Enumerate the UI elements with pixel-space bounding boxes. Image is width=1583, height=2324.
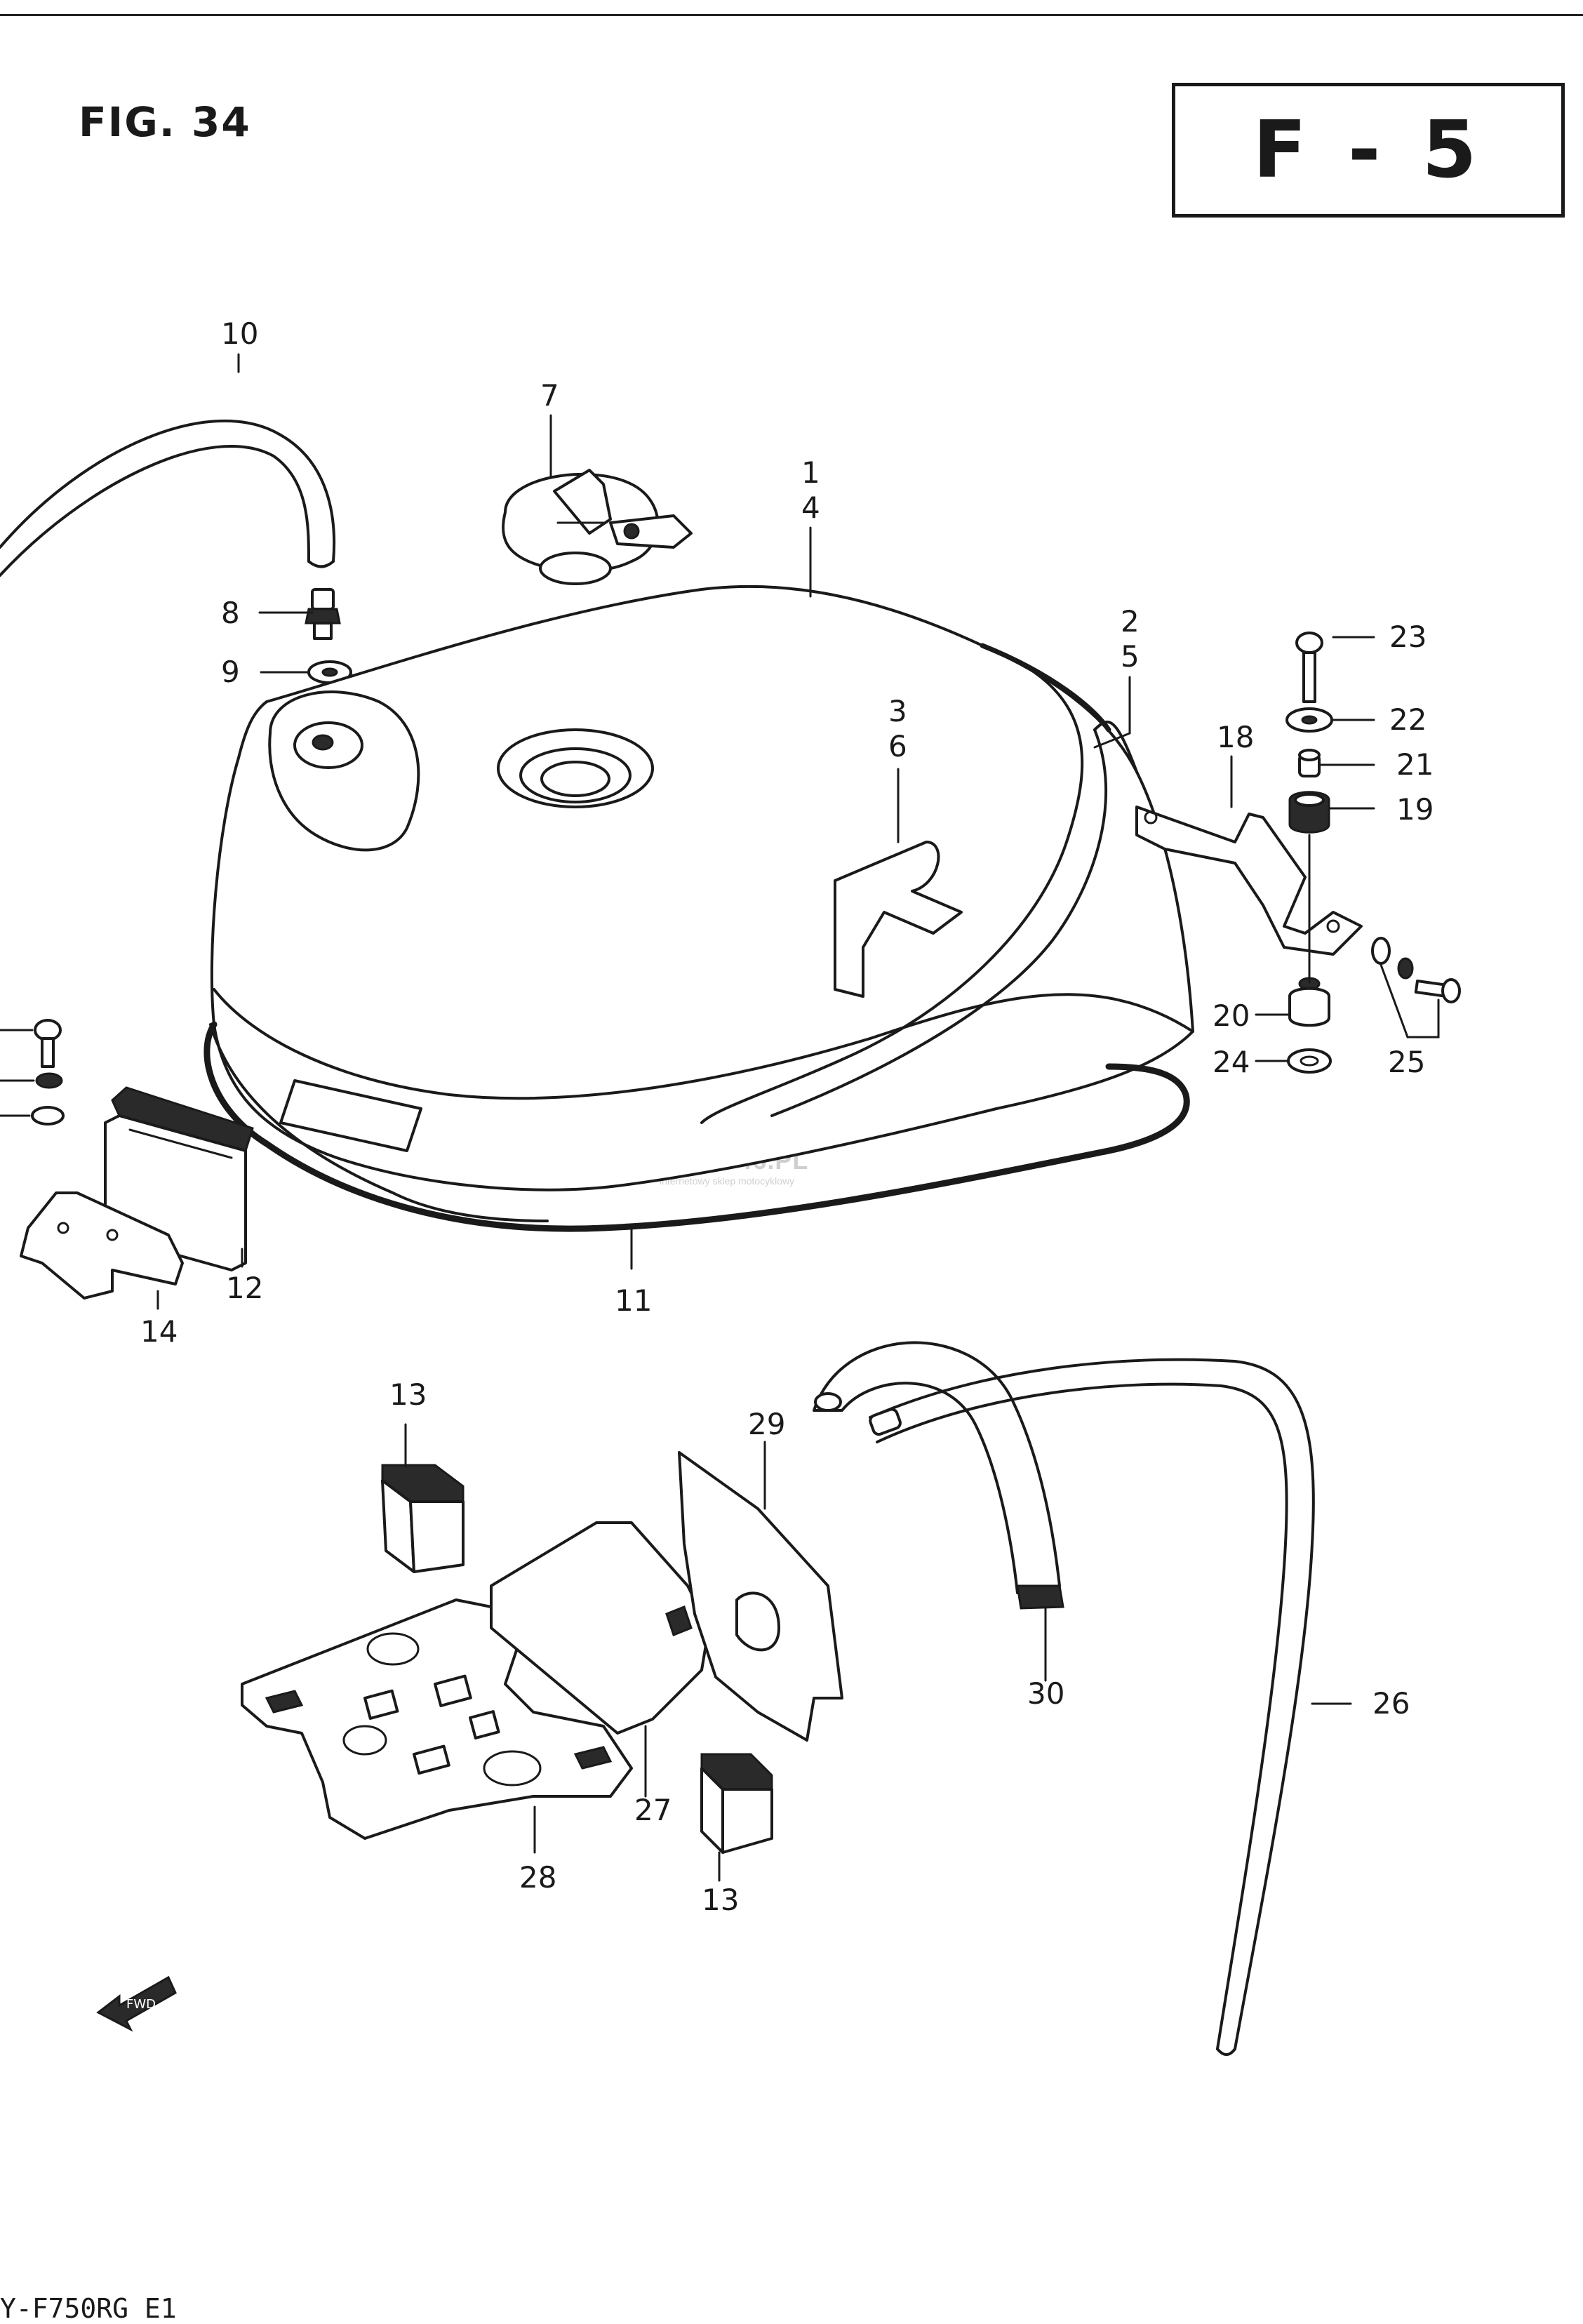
breather-fitting-part-8: [305, 588, 341, 640]
base-plate-part-28: [241, 1598, 633, 1840]
callout-1: 1: [801, 455, 820, 490]
top-border-line: [0, 14, 1583, 16]
tank-seal-part-11: [203, 1021, 1190, 1232]
callout-11: 11: [615, 1283, 652, 1318]
callout-29: 29: [748, 1407, 785, 1441]
callout-9: 9: [221, 655, 240, 689]
callout-23: 23: [1389, 620, 1427, 654]
callout-20: 20: [1213, 999, 1250, 1033]
mount-bracket-part-18: [1135, 806, 1363, 956]
callout-7: 7: [540, 378, 559, 413]
front-bracket-part-14: [20, 1191, 184, 1300]
collar-part-21: [1298, 749, 1321, 777]
callout-18: 18: [1217, 720, 1254, 754]
leader-lines: [156, 353, 1375, 1882]
tank-emblem-part-3: [834, 841, 963, 998]
callout-21: 21: [1396, 747, 1434, 782]
figure-title: FIG. 34: [79, 98, 251, 146]
washer-part-22: [1285, 707, 1333, 733]
callout-2: 2: [1121, 604, 1140, 639]
bolt-part-23: [1295, 632, 1323, 703]
callout-28: 28: [519, 1860, 556, 1895]
callout-13-lower: 13: [702, 1883, 739, 1917]
callout-27: 27: [634, 1793, 672, 1827]
hose-part-26: [869, 1358, 1315, 2056]
model-code: Y-F750RG E1: [0, 2293, 177, 2324]
callout-10: 10: [221, 316, 258, 351]
pad-part-13-lower: [700, 1753, 773, 1854]
callout-19: 19: [1396, 792, 1434, 827]
breather-hose-part-10: [0, 419, 336, 577]
cushion-part-19: [1288, 791, 1330, 834]
callout-8: 8: [221, 596, 240, 630]
callout-13-upper: 13: [389, 1377, 427, 1412]
callout-6: 6: [888, 729, 907, 763]
callout-25: 25: [1388, 1045, 1425, 1079]
side-bolt-cropped: [0, 1019, 65, 1126]
callout-24: 24: [1213, 1045, 1250, 1079]
fwd-label: FWD: [126, 1997, 156, 2012]
callout-22: 22: [1389, 702, 1427, 737]
callout-12: 12: [226, 1271, 263, 1305]
callout-3: 3: [888, 694, 907, 728]
fuel-cap-part-7: [502, 469, 693, 585]
callout-numbers: 10 7 1 4 2 5 3 6 8 9 18 23 22 21 19 20 2…: [140, 316, 1434, 1917]
callout-4: 4: [801, 490, 820, 525]
cushion-part-20: [1288, 977, 1330, 1027]
heat-shield-part-27: [490, 1521, 710, 1735]
section-code: F - 5: [1253, 105, 1484, 196]
bolt-washers-part-25: [1371, 937, 1461, 1039]
callout-30: 30: [1027, 1676, 1064, 1711]
panel-part-29: [678, 1451, 843, 1742]
section-code-box: F - 5: [1172, 83, 1565, 218]
strip-part-30: [813, 1341, 1064, 1610]
fuel-tank-part-1: [209, 585, 1194, 1222]
watermark-tagline: internetowy sklep motocyklowy: [660, 1175, 795, 1187]
callout-14: 14: [140, 1314, 178, 1349]
washer-part-24: [1287, 1048, 1332, 1074]
pad-part-13-upper: [381, 1464, 465, 1573]
callout-5: 5: [1121, 639, 1140, 674]
callout-26: 26: [1372, 1686, 1410, 1721]
forward-direction-arrow: FWD: [96, 1975, 177, 2032]
trim-part-2: [980, 643, 1111, 733]
